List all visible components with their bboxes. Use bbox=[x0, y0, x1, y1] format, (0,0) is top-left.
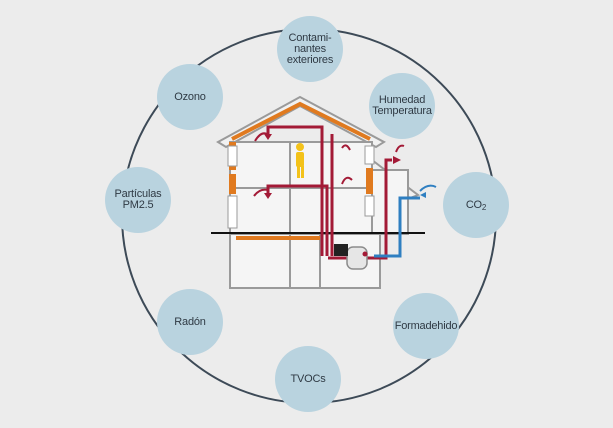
ventilation-unit bbox=[334, 244, 368, 270]
node-label: Contami- nantes exteriores bbox=[286, 31, 334, 66]
co2-text: CO bbox=[465, 198, 482, 211]
window bbox=[364, 195, 375, 217]
wall-insulation-right bbox=[366, 168, 373, 194]
node-humedad-temperatura: Humedad Temperatura bbox=[369, 73, 435, 139]
node-label: Ozono bbox=[174, 90, 206, 103]
air-flow-arrows bbox=[253, 132, 405, 199]
roof-insulation bbox=[231, 101, 371, 141]
node-ozono: Ozono bbox=[157, 64, 223, 130]
node-co2: CO2 bbox=[443, 172, 509, 238]
node-label: TVOCs bbox=[290, 372, 326, 385]
node-label: CO2 bbox=[465, 198, 487, 212]
co2-subscript: 2 bbox=[481, 202, 487, 212]
node-formadehido: Formadehido bbox=[393, 293, 459, 359]
node-label: Radón bbox=[174, 315, 206, 328]
node-label: Formadehido bbox=[394, 319, 458, 332]
person-icon bbox=[296, 143, 304, 178]
lower-floor bbox=[229, 187, 373, 235]
window bbox=[227, 145, 238, 167]
intake-arrow bbox=[420, 192, 426, 198]
intake-duct bbox=[374, 184, 437, 258]
wall-insulation-left-lower bbox=[229, 174, 236, 194]
window bbox=[227, 195, 238, 229]
node-tvocs: TVOCs bbox=[275, 346, 341, 412]
node-radon: Radón bbox=[157, 289, 223, 355]
annex-wall bbox=[371, 169, 409, 235]
window bbox=[364, 145, 375, 165]
node-contaminantes-exteriores: Contami- nantes exteriores bbox=[277, 16, 343, 82]
node-label: Humedad Temperatura bbox=[372, 94, 432, 117]
node-particulas-pm25: Partículas PM2.5 bbox=[105, 167, 171, 233]
node-label: Partículas PM2.5 bbox=[114, 188, 162, 211]
